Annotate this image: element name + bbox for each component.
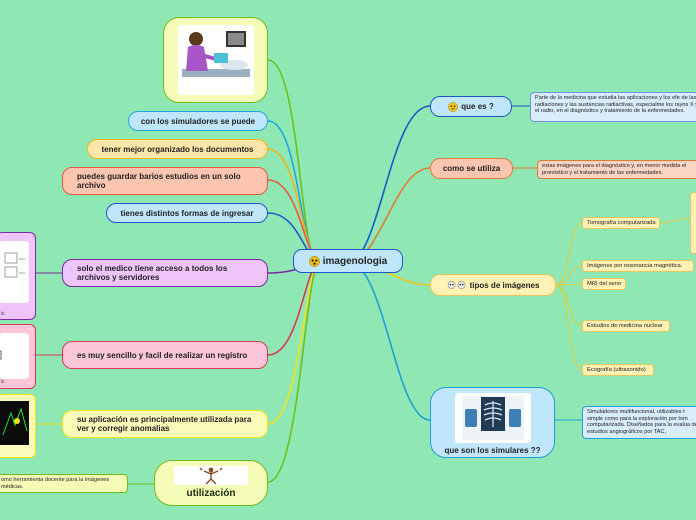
left-item-label: es muy sencillo y facil de realizar un r… xyxy=(77,350,248,360)
simuladores-label: que son los simulares ?? xyxy=(444,446,541,455)
anomaly-scan-image xyxy=(0,394,36,458)
radioactive-face-icon xyxy=(308,255,320,267)
simuladores-node[interactable]: que son los simulares ?? xyxy=(430,387,555,458)
link-simuladores xyxy=(347,261,431,421)
left-item-4[interactable]: tienes distintos formas de ingresar xyxy=(106,203,268,223)
left-item-label: con los simuladores se puede xyxy=(140,116,256,126)
tipo-item[interactable]: MRI del seno xyxy=(582,278,626,290)
link-image-top xyxy=(267,59,319,263)
skull-icons xyxy=(447,280,467,290)
utilizacion-label: utilización xyxy=(186,488,236,499)
tipo-item[interactable]: Imágenes por resonancia magnética. xyxy=(582,260,694,272)
que-es-node[interactable]: que es ? xyxy=(430,96,512,117)
tipo-item[interactable]: Estudios de medicina nuclear xyxy=(582,320,670,332)
image-caption: ic xyxy=(1,379,5,385)
register-illustration-image xyxy=(0,324,36,389)
link-tipo-3 xyxy=(555,283,583,286)
link-como xyxy=(347,167,431,263)
utilizacion-detail: omo herramienta docente para la imágenes… xyxy=(0,474,128,493)
left-item-label: tener mejor organizado los documentos xyxy=(101,144,254,154)
left-item-7[interactable]: su aplicación es principalmente utilizad… xyxy=(62,410,268,438)
central-topic[interactable]: imagenologia xyxy=(293,249,403,273)
link-tipo-1 xyxy=(555,222,583,286)
link-tipo-2 xyxy=(555,265,583,286)
left-item-label: su aplicación es principalmente utilizad… xyxy=(77,415,252,433)
skeleton-image xyxy=(174,466,248,485)
files-illustration-image xyxy=(0,232,36,320)
tomografia-image xyxy=(690,192,696,254)
left-item-2[interactable]: tener mejor organizado los documentos xyxy=(87,139,268,159)
como-se-utiliza-detail: estas imágenes para el diagnóstico y, en… xyxy=(537,160,696,179)
image-caption: ic xyxy=(1,311,5,317)
left-item-3[interactable]: puedes guardar barios estudios en un sol… xyxy=(62,167,268,195)
simuladores-detail: Simuladores multifuncional, utilizables … xyxy=(582,406,696,439)
left-item-5[interactable]: solo el medico tiene acceso a todos los … xyxy=(62,259,268,287)
left-item-label: solo el medico tiene acceso a todos los … xyxy=(77,264,228,282)
que-es-label: que es ? xyxy=(461,102,494,111)
left-item-label: puedes guardar barios estudios en un sol… xyxy=(77,172,241,190)
link-tipo-4 xyxy=(555,284,583,327)
left-item-1[interactable]: con los simuladores se puede xyxy=(128,111,268,131)
tipos-imagenes-node[interactable]: tipos de imágenes xyxy=(430,274,556,296)
utilizacion-node[interactable]: utilización xyxy=(154,460,268,506)
central-topic-label: imagenologia xyxy=(322,255,388,267)
link-que-es xyxy=(347,105,431,263)
top-image-node[interactable] xyxy=(163,17,268,103)
link-tipo-5 xyxy=(555,284,583,371)
link-item-1 xyxy=(267,120,321,263)
left-item-6[interactable]: es muy sencillo y facil de realizar un r… xyxy=(62,341,268,369)
como-se-utiliza-node[interactable]: como se utiliza xyxy=(430,158,513,179)
tipo-item[interactable]: Tomografía computarizada xyxy=(582,217,660,229)
left-item-label: tienes distintos formas de ingresar xyxy=(120,208,254,218)
como-se-utiliza-label: como se utiliza xyxy=(442,164,501,173)
thinking-face-icon xyxy=(448,101,459,112)
que-es-detail: Parte de la medicina que estudia las apl… xyxy=(530,92,696,122)
tipos-imagenes-label: tipos de imágenes xyxy=(469,280,540,290)
radiology-technician-image xyxy=(177,25,254,95)
chest-xray-image xyxy=(454,393,531,443)
link-tipo-img xyxy=(659,217,691,224)
tipo-item[interactable]: Ecografía (ultrasonido) xyxy=(582,364,654,376)
